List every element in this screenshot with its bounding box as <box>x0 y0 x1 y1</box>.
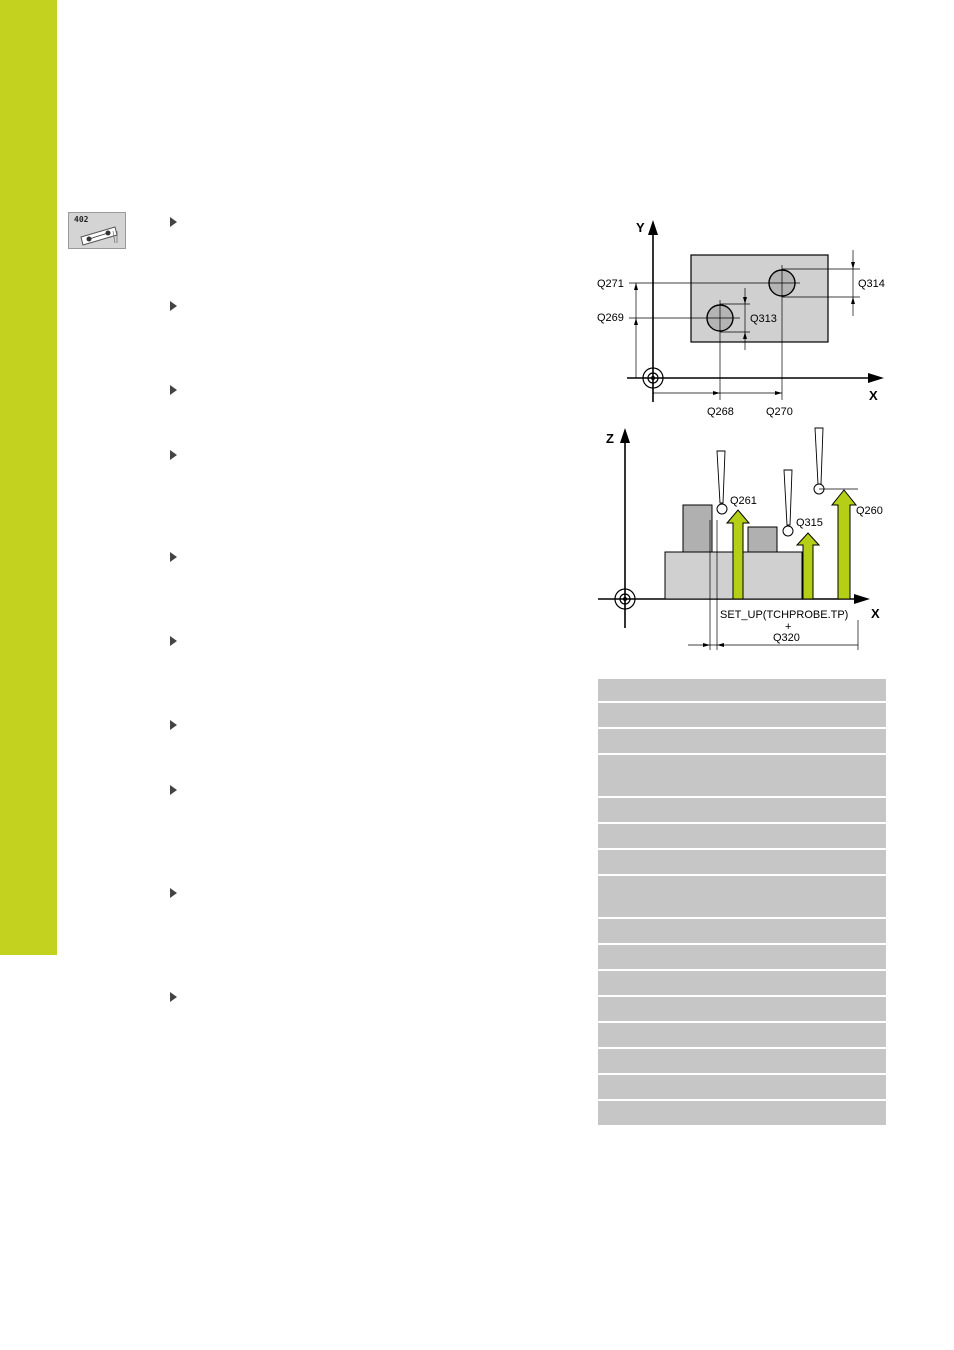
y-axis-label: Y <box>636 220 645 235</box>
label-q271: Q271 <box>597 278 624 290</box>
table-row <box>598 798 886 822</box>
probe-rotation-icon <box>80 226 118 246</box>
table-row <box>598 850 886 874</box>
table-row <box>598 971 886 995</box>
label-q313: Q313 <box>750 313 777 325</box>
bullet-arrow <box>170 450 177 460</box>
table-row <box>598 729 886 753</box>
probe-stylus-3 <box>814 427 824 485</box>
workpiece <box>690 254 829 343</box>
label-setup: SET_UP(TCHPROBE.TP) <box>720 609 848 621</box>
label-q269: Q269 <box>597 312 624 324</box>
bullet-arrow <box>170 636 177 646</box>
table-row <box>598 703 886 727</box>
bullet-arrow <box>170 385 177 395</box>
table-row <box>598 997 886 1021</box>
xy-plane-diagram: Y X Q271 Q269 Q314 Q313 Q268 Q270 <box>597 220 885 418</box>
cycle-402-icon: 402 <box>68 212 126 249</box>
cycle-number: 402 <box>74 215 89 224</box>
table-row <box>598 1023 886 1047</box>
table-row <box>598 679 886 701</box>
table-row <box>598 1101 886 1125</box>
table-row <box>598 919 886 943</box>
bullet-arrow <box>170 552 177 562</box>
table-row <box>598 1075 886 1099</box>
table-row <box>598 1049 886 1073</box>
workpiece-step-1 <box>682 504 713 553</box>
z-axis-label: Z <box>606 431 614 446</box>
label-plus: + <box>785 621 791 633</box>
arrow-q315 <box>795 532 821 600</box>
bullet-arrow <box>170 301 177 311</box>
label-q320: Q320 <box>773 632 800 644</box>
table-row <box>598 824 886 848</box>
chapter-sidebar <box>0 0 57 955</box>
workpiece-step-2 <box>747 526 778 553</box>
parameter-table <box>598 679 886 1127</box>
bullet-arrow <box>170 720 177 730</box>
arrow-q260 <box>830 489 858 600</box>
label-q261: Q261 <box>730 495 757 507</box>
label-q314: Q314 <box>858 278 885 290</box>
probe-stylus-1 <box>716 450 726 504</box>
x-axis-label: X <box>869 388 878 403</box>
label-q270: Q270 <box>766 406 793 418</box>
x-axis-label: X <box>871 606 880 621</box>
arrow-q261 <box>725 509 751 600</box>
label-q268: Q268 <box>707 406 734 418</box>
bullet-arrow <box>170 992 177 1002</box>
table-row <box>598 755 886 796</box>
bullet-arrow <box>170 217 177 227</box>
probe-stylus-2 <box>783 469 793 526</box>
label-q260: Q260 <box>856 505 883 517</box>
label-q315: Q315 <box>796 517 823 529</box>
table-row <box>598 945 886 969</box>
table-row <box>598 876 886 917</box>
bullet-arrow <box>170 888 177 898</box>
bullet-arrow <box>170 785 177 795</box>
xz-plane-diagram: Z X Q261 Q315 Q260 SET_UP(TCHPROBE.TP) +… <box>598 427 883 650</box>
